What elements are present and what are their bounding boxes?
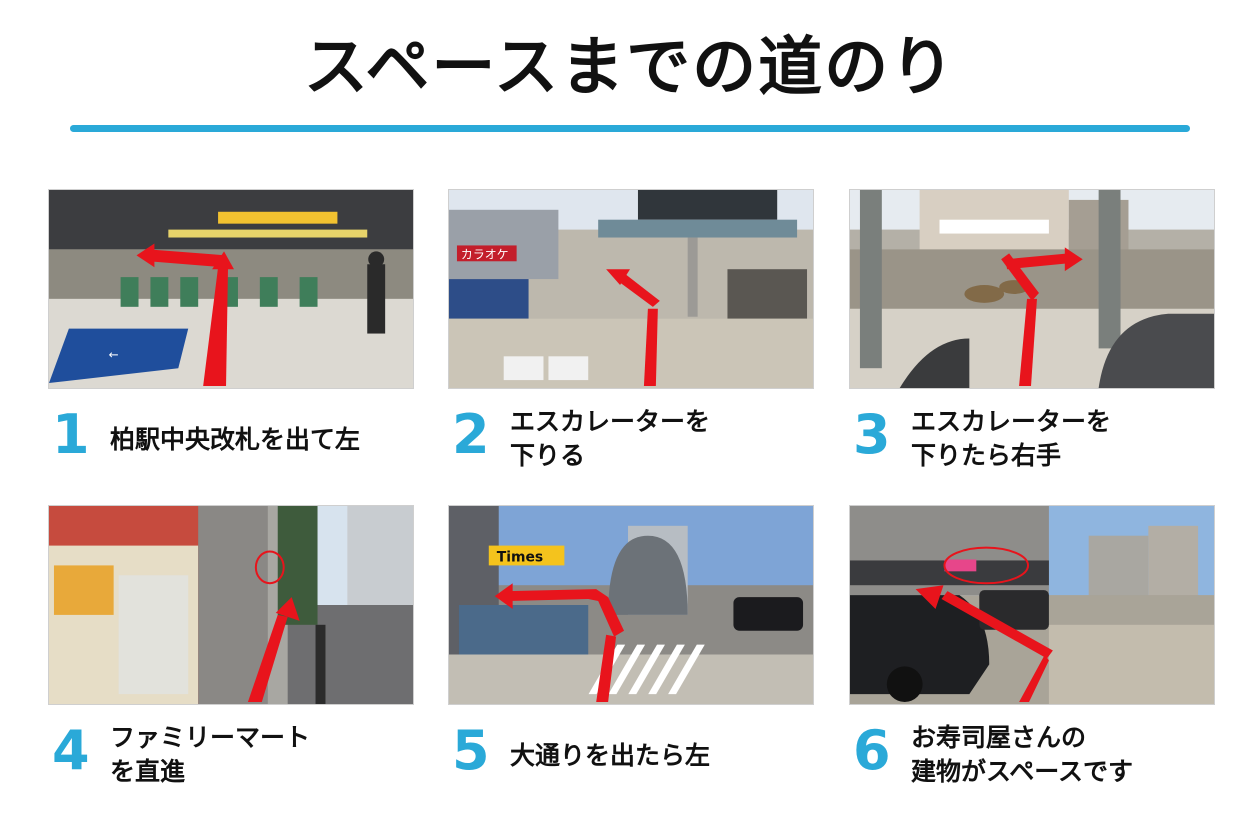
step-number: 4	[52, 719, 90, 782]
step-4-photo	[48, 505, 414, 705]
step-6: 6 お寿司屋さんの 建物がスペースです	[849, 505, 1215, 786]
step-number: 1	[52, 403, 90, 466]
step-6-photo	[849, 505, 1215, 705]
step-1-caption: 1 柏駅中央改札を出て左	[48, 405, 414, 485]
red-arrow-icon	[247, 597, 300, 703]
step-number: 3	[853, 403, 891, 466]
red-circle-highlight-icon	[254, 550, 285, 585]
step-text-line2: 建物がスペースです	[911, 757, 1134, 786]
step-text-line1: エスカレーターを	[510, 407, 711, 436]
step-1: ← 1 柏駅中央改札を出て左	[48, 189, 414, 465]
step-5: Times 5 大通りを出たら左	[448, 505, 814, 781]
step-3-photo	[849, 189, 1215, 389]
step-text-line2: 下りる	[510, 441, 586, 470]
step-text-line2: を直進	[110, 757, 186, 786]
red-circle-highlight-icon	[943, 546, 1030, 585]
step-1-photo: ←	[48, 189, 414, 389]
step-number: 6	[853, 719, 891, 782]
step-number: 2	[452, 403, 490, 466]
red-arrow-icon	[915, 585, 1053, 703]
karaoke-sign: カラオケ	[461, 247, 509, 261]
step-2-caption: 2 エスカレーターを 下りる	[448, 405, 814, 485]
red-arrow-icon	[606, 269, 660, 387]
page-title: スペースまでの道のり	[303, 31, 957, 105]
step-text-line1: エスカレーターを	[911, 407, 1112, 436]
red-arrow-icon	[136, 243, 234, 387]
step-number: 5	[452, 719, 490, 782]
step-text-line1: 柏駅中央改札を出て左	[110, 425, 361, 454]
step-text-line1: 大通りを出たら左	[510, 741, 711, 770]
step-5-caption: 5 大通りを出たら左	[448, 721, 814, 801]
step-4-caption: 4 ファミリーマート を直進	[48, 721, 414, 801]
step-text-line1: お寿司屋さんの	[911, 723, 1087, 752]
title-underline	[70, 125, 1190, 132]
step-3-caption: 3 エスカレーターを 下りたら右手	[849, 405, 1215, 485]
times-sign: Times	[497, 549, 543, 565]
step-text-line1: ファミリーマート	[110, 723, 311, 752]
step-2-photo: カラオケ	[448, 189, 814, 389]
step-text-line2: 下りたら右手	[911, 441, 1062, 470]
step-6-caption: 6 お寿司屋さんの 建物がスペースです	[849, 721, 1215, 801]
step-4: 4 ファミリーマート を直進	[48, 505, 414, 786]
svg-text:←: ←	[109, 347, 119, 361]
step-3: 3 エスカレーターを 下りたら右手	[849, 189, 1215, 470]
red-arrow-icon	[494, 583, 625, 703]
step-5-photo: Times	[448, 505, 814, 705]
step-2: カラオケ 2 エスカレーターを 下りる	[448, 189, 814, 470]
